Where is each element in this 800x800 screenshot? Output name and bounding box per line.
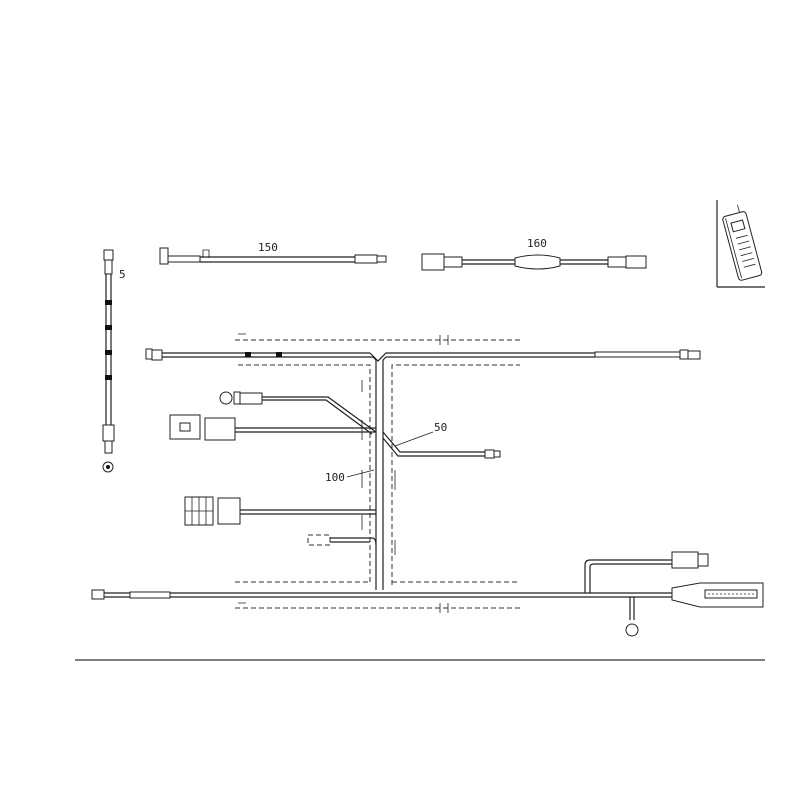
callout-150: 150 (258, 241, 278, 254)
phone-inset (716, 200, 765, 288)
leader-100 (346, 469, 375, 478)
phone-icon (722, 204, 763, 281)
leader-50 (394, 431, 434, 447)
cable-item-150 (159, 247, 387, 265)
cable-item-5 (102, 249, 115, 473)
callout-160: 160 (527, 237, 547, 250)
cable-item-160 (421, 253, 647, 271)
callout-50: 50 (434, 421, 447, 434)
harness-item-100 (91, 333, 764, 637)
callout-5: 5 (119, 268, 126, 281)
callout-100: 100 (325, 471, 345, 484)
